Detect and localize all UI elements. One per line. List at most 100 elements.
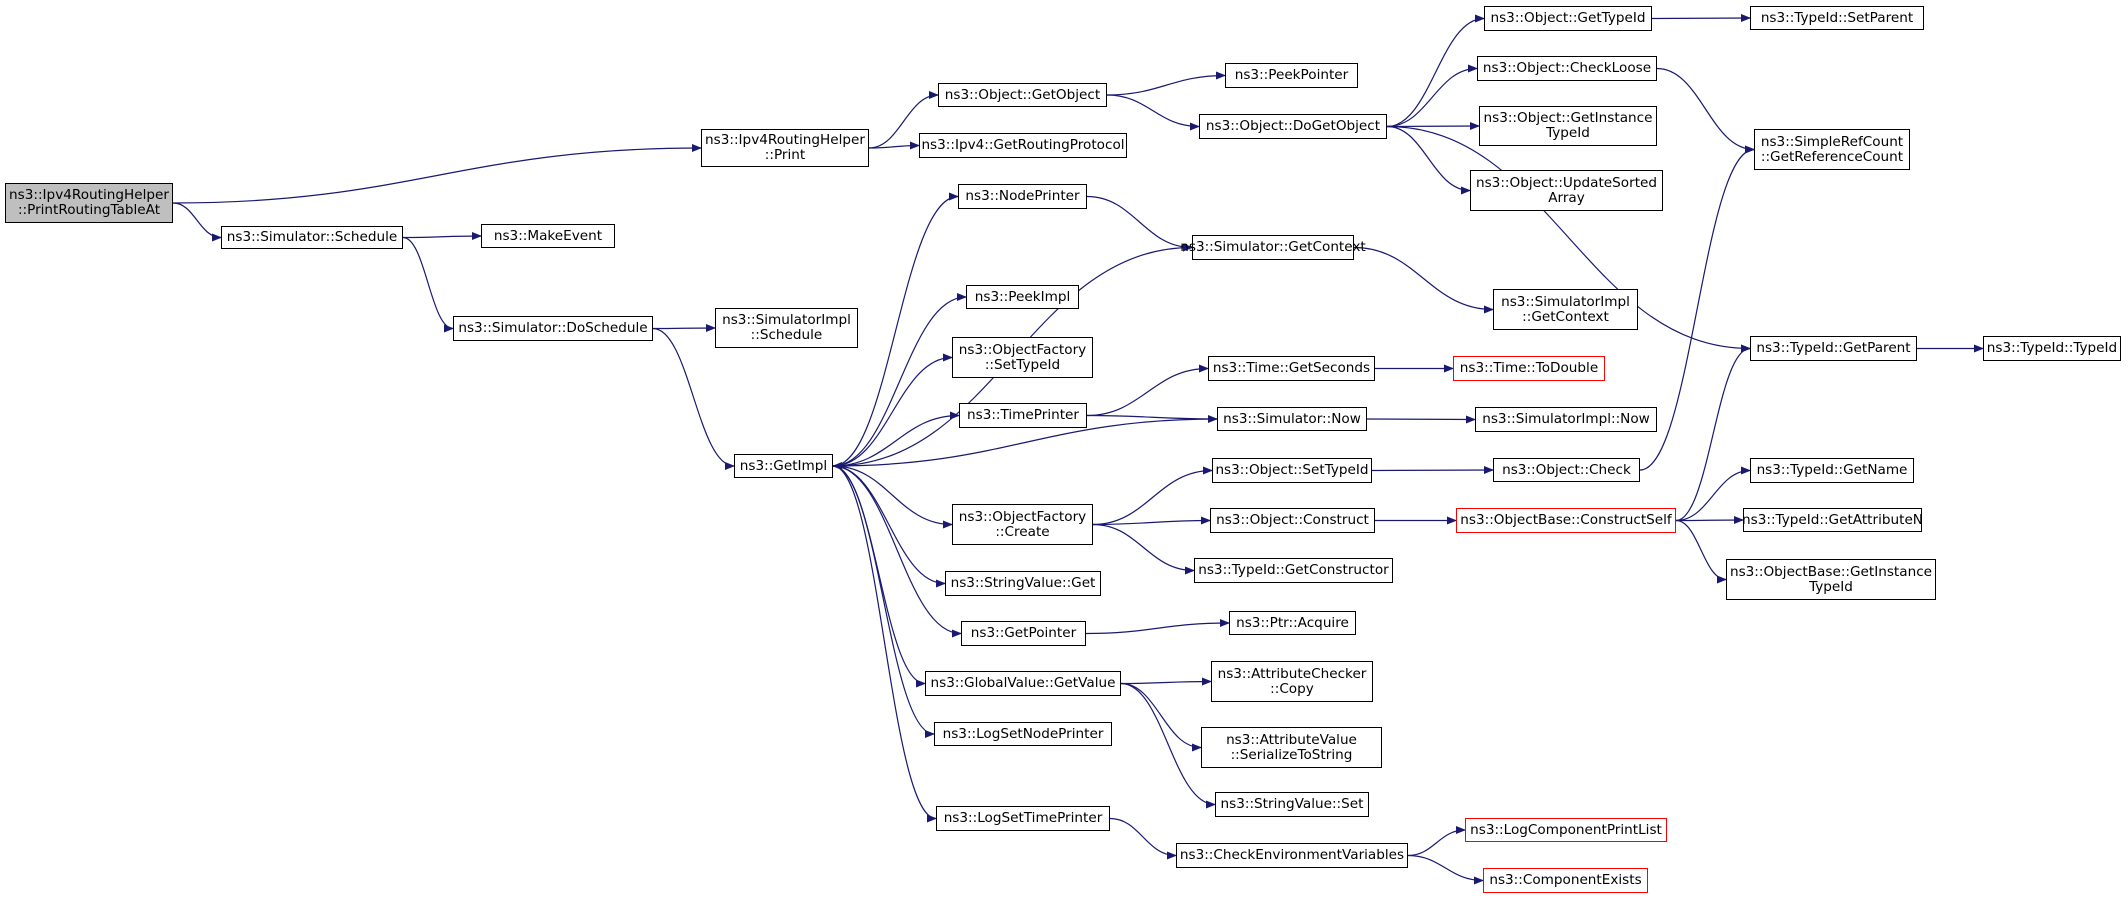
edge-sim_getcontext-to-simimpl_getcontext xyxy=(1353,246,1494,314)
edge-getpointer-to-ptr_acquire xyxy=(1085,619,1230,635)
edge-obj_dogetobject-to-obj_checkloose xyxy=(1386,64,1478,128)
node-object-check[interactable]: ns3::Object::Check xyxy=(1493,458,1640,482)
edge-obj_dogetobject-to-obj_gettypeid xyxy=(1386,14,1485,128)
node-object-getobject[interactable]: ns3::Object::GetObject xyxy=(938,83,1107,107)
edge-timeprinter-to-time_getseconds xyxy=(1086,364,1209,417)
node-typeid-getconstructor[interactable]: ns3::TypeId::GetConstructor xyxy=(1194,558,1393,583)
node-globalvalue-getvalue[interactable]: ns3::GlobalValue::GetValue xyxy=(925,671,1121,696)
edge-checkenv-to-logcomponentprintlist xyxy=(1407,826,1466,857)
node-simulatorimpl-now[interactable]: ns3::SimulatorImpl::Now xyxy=(1475,407,1657,432)
edge-ipv4rh_print-to-ipv4_getrouting xyxy=(868,141,920,150)
edge-sim_schedule-to-sim_doschedule xyxy=(402,236,454,333)
edge-getimpl-to-timeprinter xyxy=(832,411,960,467)
node-logsettimeprinter[interactable]: ns3::LogSetTimePrinter xyxy=(936,806,1110,831)
node-ipv4routinghelper-print[interactable]: ns3::Ipv4RoutingHelper ::Print xyxy=(701,129,869,167)
edge-globalvalue_getvalue-to-attrchecker_copy xyxy=(1120,677,1212,686)
node-object-updatesortedarray[interactable]: ns3::Object::UpdateSorted Array xyxy=(1470,170,1663,211)
node-objectfactory-settypeid[interactable]: ns3::ObjectFactory ::SetTypeId xyxy=(952,337,1093,378)
node-makeevent[interactable]: ns3::MakeEvent xyxy=(481,224,615,248)
node-getimpl[interactable]: ns3::GetImpl xyxy=(734,454,833,478)
node-componentexists[interactable]: ns3::ComponentExists xyxy=(1483,868,1648,893)
node-attributechecker-copy[interactable]: ns3::AttributeChecker ::Copy xyxy=(1211,661,1373,702)
edge-getimpl-to-logsettimeprinter xyxy=(832,465,937,823)
edge-getimpl-to-logsetnodeprinter xyxy=(832,465,935,738)
node-ptr-acquire[interactable]: ns3::Ptr::Acquire xyxy=(1229,611,1356,635)
node-typeid-setparent[interactable]: ns3::TypeId::SetParent xyxy=(1750,6,1924,30)
edge-globalvalue_getvalue-to-stringvalue_set xyxy=(1120,682,1216,809)
node-simplerefcount-getreferencecount[interactable]: ns3::SimpleRefCount ::GetReferenceCount xyxy=(1754,129,1910,170)
edge-objfactory_create-to-typeid_getconstructor xyxy=(1092,523,1195,575)
node-stringvalue-set[interactable]: ns3::StringValue::Set xyxy=(1215,792,1369,817)
node-object-dogetobject[interactable]: ns3::Object::DoGetObject xyxy=(1199,114,1387,139)
edge-checkenv-to-componentexists xyxy=(1407,854,1484,885)
edge-obj_gettypeid-to-typeid_setparent xyxy=(1651,14,1751,23)
node-time-getseconds[interactable]: ns3::Time::GetSeconds xyxy=(1208,356,1375,381)
node-objectbase-constructself[interactable]: ns3::ObjectBase::ConstructSelf xyxy=(1456,508,1676,533)
edge-obj_getobject-to-peekpointer xyxy=(1106,71,1226,96)
node-typeid-typeid[interactable]: ns3::TypeId::TypeId xyxy=(1983,336,2121,361)
node-object-settypeid[interactable]: ns3::Object::SetTypeId xyxy=(1212,458,1372,483)
edge-getimpl-to-globalvalue_getvalue xyxy=(832,465,926,688)
edge-objbase_constructself-to-objbase_getinstancetypeid xyxy=(1675,519,1727,584)
edge-obj_dogetobject-to-typeid_getparent xyxy=(1386,125,1751,353)
edge-sim_now-to-simimpl_now xyxy=(1366,415,1476,424)
node-stringvalue-get[interactable]: ns3::StringValue::Get xyxy=(945,571,1101,596)
node-time-todouble[interactable]: ns3::Time::ToDouble xyxy=(1453,356,1605,381)
edge-sim_doschedule-to-getimpl xyxy=(652,327,735,470)
node-attributevalue-serializetostring[interactable]: ns3::AttributeValue ::SerializeToString xyxy=(1201,727,1382,768)
edge-sim_doschedule-to-simimpl_schedule xyxy=(652,324,716,333)
node-typeid-getattributen[interactable]: ns3::TypeId::GetAttributeN xyxy=(1742,508,1923,532)
edge-globalvalue_getvalue-to-attrvalue_serialize xyxy=(1120,682,1202,752)
node-typeid-getname[interactable]: ns3::TypeId::GetName xyxy=(1750,458,1914,483)
edge-root-to-ipv4rh_print xyxy=(172,144,702,204)
node-checkenvironmentvariables[interactable]: ns3::CheckEnvironmentVariables xyxy=(1176,843,1408,868)
node-simulatorimpl-schedule[interactable]: ns3::SimulatorImpl ::Schedule xyxy=(715,308,858,348)
node-object-getinstancetypeid[interactable]: ns3::Object::GetInstance TypeId xyxy=(1479,106,1657,146)
edge-getimpl-to-objfactory_settypeid xyxy=(832,353,953,467)
node-ipv4-getroutingprotocol[interactable]: ns3::Ipv4::GetRoutingProtocol xyxy=(919,133,1127,158)
edge-obj_dogetobject-to-obj_getinstancetypeid xyxy=(1386,122,1480,131)
edge-getimpl-to-getpointer xyxy=(832,465,962,638)
edge-sim_schedule-to-make_event xyxy=(402,232,482,241)
node-objectfactory-create[interactable]: ns3::ObjectFactory ::Create xyxy=(952,504,1093,545)
edge-ipv4rh_print-to-obj_getobject xyxy=(868,91,939,149)
node-logsetnodeprinter[interactable]: ns3::LogSetNodePrinter xyxy=(934,722,1112,746)
node-object-checkloose[interactable]: ns3::Object::CheckLoose xyxy=(1477,56,1657,81)
edge-nodeprinter-to-sim_getcontext xyxy=(1086,195,1193,252)
edge-getimpl-to-objfactory_create xyxy=(832,465,953,529)
node-objectbase-getinstancetypeid[interactable]: ns3::ObjectBase::GetInstance TypeId xyxy=(1726,559,1936,600)
edge-logsettimeprinter-to-checkenv xyxy=(1109,817,1177,860)
node-timeprinter[interactable]: ns3::TimePrinter xyxy=(959,403,1087,428)
node-ipv4routinghelper-printroutingtableat[interactable]: ns3::Ipv4RoutingHelper ::PrintRoutingTab… xyxy=(5,183,173,223)
node-simulatorimpl-getcontext[interactable]: ns3::SimulatorImpl ::GetContext xyxy=(1493,289,1638,330)
edge-obj_settypeid-to-obj_check xyxy=(1371,466,1494,475)
edge-getimpl-to-peekimpl xyxy=(832,293,967,467)
node-peekpointer[interactable]: ns3::PeekPointer xyxy=(1225,63,1358,88)
edge-root-to-sim_schedule xyxy=(172,202,222,242)
edge-obj_check-to-simplerefcount xyxy=(1639,145,1755,471)
node-simulator-getcontext[interactable]: ns3::Simulator::GetContext xyxy=(1180,235,1366,260)
node-peekimpl[interactable]: ns3::PeekImpl xyxy=(966,285,1079,309)
edge-obj_dogetobject-to-obj_updatesorted xyxy=(1386,125,1471,195)
edge-sim_now-to-getimpl xyxy=(832,418,1218,470)
node-simulator-now[interactable]: ns3::Simulator::Now xyxy=(1217,407,1367,431)
node-object-construct[interactable]: ns3::Object::Construct xyxy=(1210,508,1375,533)
edge-objfactory_create-to-obj_settypeid xyxy=(1092,466,1213,526)
edge-objbase_constructself-to-typeid_getattributen xyxy=(1675,516,1744,525)
node-simulator-schedule[interactable]: ns3::Simulator::Schedule xyxy=(221,226,403,249)
edge-objbase_constructself-to-typeid_getname xyxy=(1675,466,1751,522)
edge-obj_checkloose-to-simplerefcount xyxy=(1656,67,1755,154)
node-getpointer[interactable]: ns3::GetPointer xyxy=(961,621,1086,646)
node-nodeprinter[interactable]: ns3::NodePrinter xyxy=(958,184,1087,209)
edge-objfactory_create-to-obj_construct xyxy=(1092,516,1211,526)
edge-objbase_constructself-to-typeid_getparent xyxy=(1675,344,1751,522)
node-typeid-getparent[interactable]: ns3::TypeId::GetParent xyxy=(1750,336,1917,361)
edge-getimpl-to-nodeprinter xyxy=(832,192,959,467)
edge-timeprinter-to-sim_now xyxy=(1086,414,1218,423)
node-logcomponentprintlist[interactable]: ns3::LogComponentPrintList xyxy=(1465,818,1667,842)
edge-obj_getobject-to-obj_dogetobject xyxy=(1106,94,1200,131)
node-object-gettypeid[interactable]: ns3::Object::GetTypeId xyxy=(1484,6,1652,31)
node-simulator-doschedule[interactable]: ns3::Simulator::DoSchedule xyxy=(453,316,653,341)
